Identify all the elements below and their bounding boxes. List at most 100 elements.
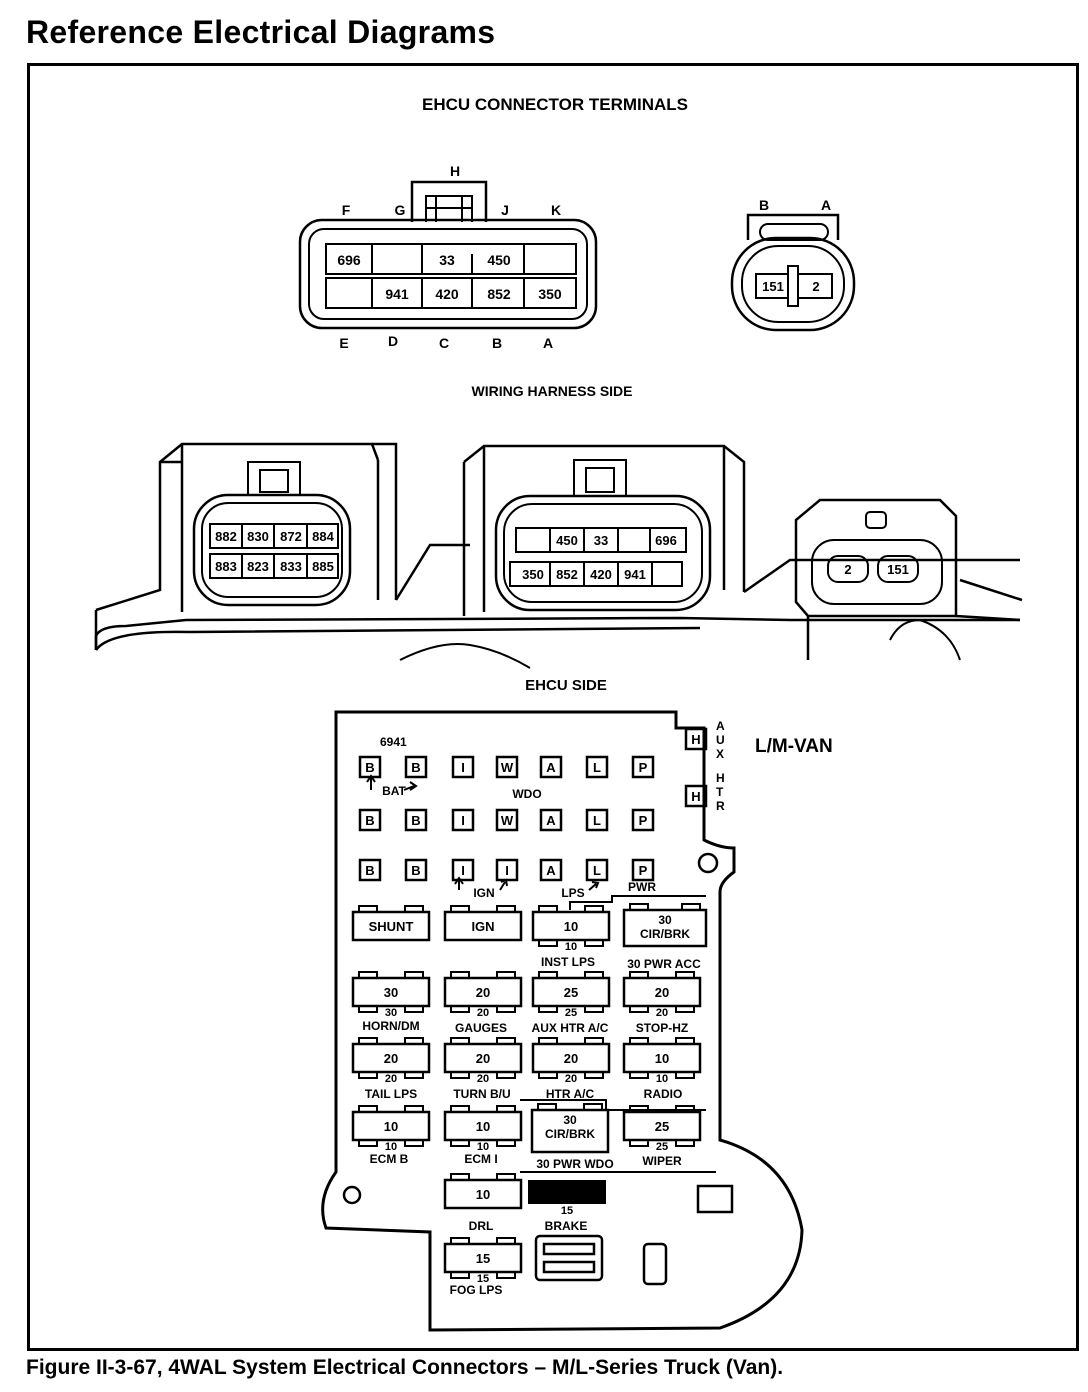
vertical-letter: H (716, 771, 725, 785)
fuse-label: TAIL LPS (365, 1087, 417, 1101)
van-label: L/M-VAN (755, 736, 833, 757)
svg-text:B: B (411, 760, 420, 775)
terminal-row2-4: A (539, 808, 563, 832)
ehcu-10pin-connector (298, 180, 598, 330)
fuse-value: IGN (471, 919, 494, 934)
cell-b: 852 (487, 286, 511, 302)
vertical-letter: T (716, 785, 724, 799)
ehcu-2pin-connector (730, 213, 856, 332)
terminal-row1-4: A (539, 755, 563, 779)
svg-text:L: L (593, 760, 601, 775)
svg-text:P: P (639, 813, 648, 828)
svg-text:B: B (365, 863, 374, 878)
fuse-value: 10 (476, 1187, 490, 1202)
svg-text:A: A (546, 813, 556, 828)
terminal-row2-3: W (495, 808, 519, 832)
pin2-cell-2: 2 (812, 279, 819, 294)
fuse-rating: 30 (385, 1007, 397, 1019)
harness-941: 941 (624, 567, 646, 582)
fuse-label: INST LPS (541, 955, 595, 969)
cell-j: 450 (487, 252, 511, 268)
fuse-rating: 10 (656, 1073, 668, 1085)
row-arrows (366, 774, 600, 891)
pin2-letter-b: B (759, 197, 769, 213)
fuse-label: HORN/DM (362, 1019, 419, 1033)
terminal-row3-0: B (358, 858, 382, 882)
brake-fuse-socket (528, 1180, 606, 1204)
fuse-value: 30 (384, 985, 398, 1000)
fuse-value: 20 (476, 985, 490, 1000)
fuse-1: IGN (443, 905, 523, 942)
vertical-letter: U (716, 733, 725, 747)
harness-left-cells: 882 830 872 884 883 823 833 885 (215, 529, 334, 574)
fuse-rating: 10 (477, 1141, 489, 1153)
harness-housing (94, 442, 1023, 669)
fuse-label: ECM I (464, 1152, 497, 1166)
pin-letter-f: F (342, 202, 351, 218)
vertical-letter: X (716, 747, 724, 761)
cell-d: 941 (385, 286, 409, 302)
ehcu-10pin-cells: 696 33 450 941 420 852 350 (337, 252, 562, 302)
terminal-row3-5: L (585, 858, 609, 882)
fuse-value: SHUNT (369, 919, 414, 934)
svg-text:A: A (546, 863, 556, 878)
svg-text:P: P (639, 760, 648, 775)
harness-33: 33 (594, 533, 608, 548)
svg-text:I: I (505, 863, 509, 878)
page-title: Reference Electrical Diagrams (26, 14, 496, 50)
terminal-row1-3: W (495, 755, 519, 779)
harness-pin-151: 151 (887, 562, 909, 577)
fuse-label: BRAKE (545, 1219, 588, 1233)
pin-letter-j: J (501, 202, 509, 218)
fuse-0: SHUNT (351, 905, 431, 942)
harness-350: 350 (522, 567, 544, 582)
fuse-label: FOG LPS (450, 1283, 503, 1297)
harness-884: 884 (312, 529, 334, 544)
harness-side-title: WIRING HARNESS SIDE (471, 383, 632, 399)
fuse-rating: 25 (565, 1007, 577, 1019)
fuse-label: GAUGES (455, 1021, 507, 1035)
fuse-value: 10 (384, 1119, 398, 1134)
harness-852: 852 (556, 567, 578, 582)
harness-middle-dividers (241, 524, 653, 586)
part-number: 6941 (380, 735, 407, 749)
terminal-row3-1: B (404, 858, 428, 882)
svg-text:B: B (411, 813, 420, 828)
terminal-row1-0: B (358, 755, 382, 779)
terminal-row1-6: P (631, 755, 655, 779)
fuse-value: 10 (476, 1119, 490, 1134)
harness-883: 883 (215, 559, 237, 574)
fuse-label: ECM B (370, 1152, 409, 1166)
pin-letter-b: B (492, 335, 502, 351)
terminal-row3-2: I (451, 858, 475, 882)
pin2-letter-a: A (821, 197, 831, 213)
fuse-block-outline (321, 710, 804, 1332)
terminal-row2-6: P (631, 808, 655, 832)
fuse-value: 20 (564, 1051, 578, 1066)
figure-caption: Figure II-3-67, 4WAL System Electrical C… (26, 1356, 784, 1379)
svg-text:I: I (461, 863, 465, 878)
terminal-row2-1: B (404, 808, 428, 832)
terminal-row3-3: I (495, 858, 519, 882)
fuse-value: 20 (655, 985, 669, 1000)
pin-letter-h: H (450, 163, 460, 179)
terminal-row2-5: L (585, 808, 609, 832)
ehcu-terminals-title: EHCU CONNECTOR TERMINALS (422, 95, 688, 114)
ign-label: IGN (473, 886, 494, 900)
